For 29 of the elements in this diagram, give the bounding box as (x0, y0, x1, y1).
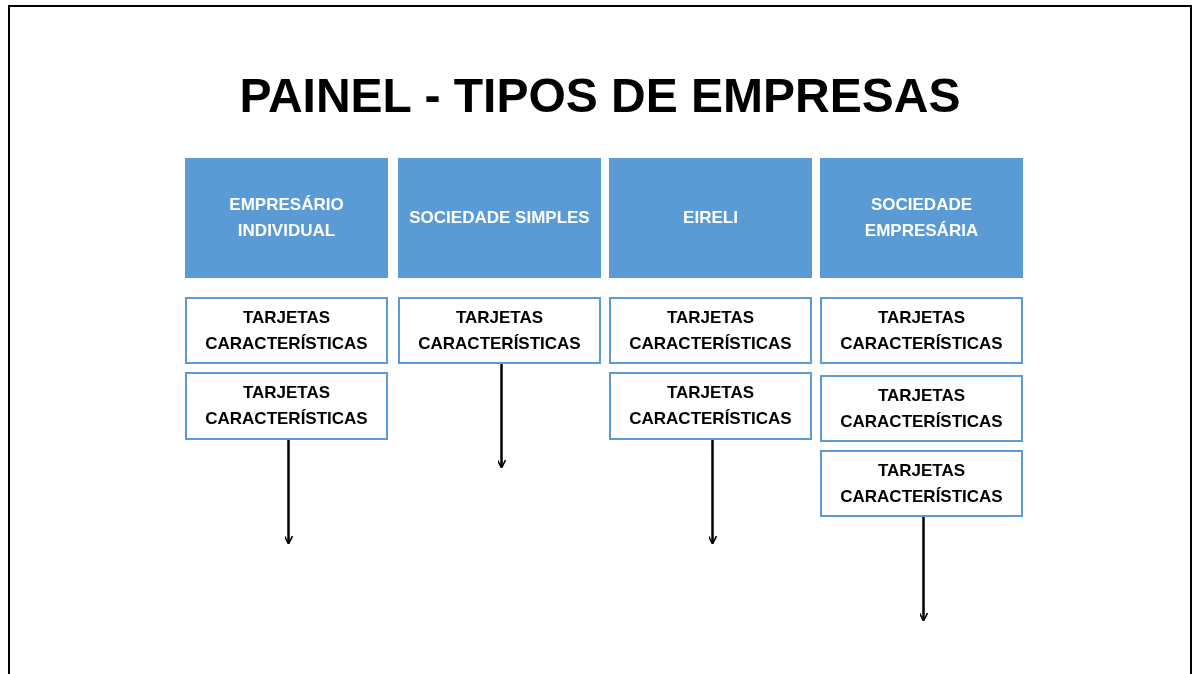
arrow (283, 440, 294, 545)
node-label: SOCIEDADE SIMPLES (409, 207, 590, 229)
title: PAINEL - TIPOS DE EMPRESAS (238, 72, 962, 120)
card-box (820, 375, 1023, 442)
node-label: EMPRESÁRIO INDIVIDUAL (228, 194, 345, 242)
arrow (496, 364, 507, 469)
card-box (185, 372, 388, 440)
node-label: TARJETAS CARACTERÍSTICAS (628, 306, 793, 355)
card-box (398, 297, 601, 364)
node-label: TARJETAS CARACTERÍSTICAS (628, 382, 793, 430)
category-box (398, 158, 601, 278)
node-label: EIRELI (683, 207, 738, 229)
arrow (707, 440, 718, 545)
card-box (609, 372, 812, 440)
card-box (185, 297, 388, 364)
node-label: TARJETAS CARACTERÍSTICAS (839, 384, 1004, 433)
category-box (185, 158, 388, 278)
card-box (820, 450, 1023, 517)
node-label: SOCIEDADE EMPRESÁRIA (863, 194, 980, 242)
card-box (609, 297, 812, 364)
node-label: TARJETAS CARACTERÍSTICAS (204, 382, 369, 430)
category-box (609, 158, 812, 278)
node-label: TARJETAS CARACTERÍSTICAS (839, 459, 1004, 508)
node-label: TARJETAS CARACTERÍSTICAS (204, 306, 369, 355)
node-label: TARJETAS CARACTERÍSTICAS (839, 306, 1004, 355)
card-box (820, 297, 1023, 364)
category-box (820, 158, 1023, 278)
arrow (918, 517, 929, 622)
node-label: TARJETAS CARACTERÍSTICAS (417, 306, 582, 355)
